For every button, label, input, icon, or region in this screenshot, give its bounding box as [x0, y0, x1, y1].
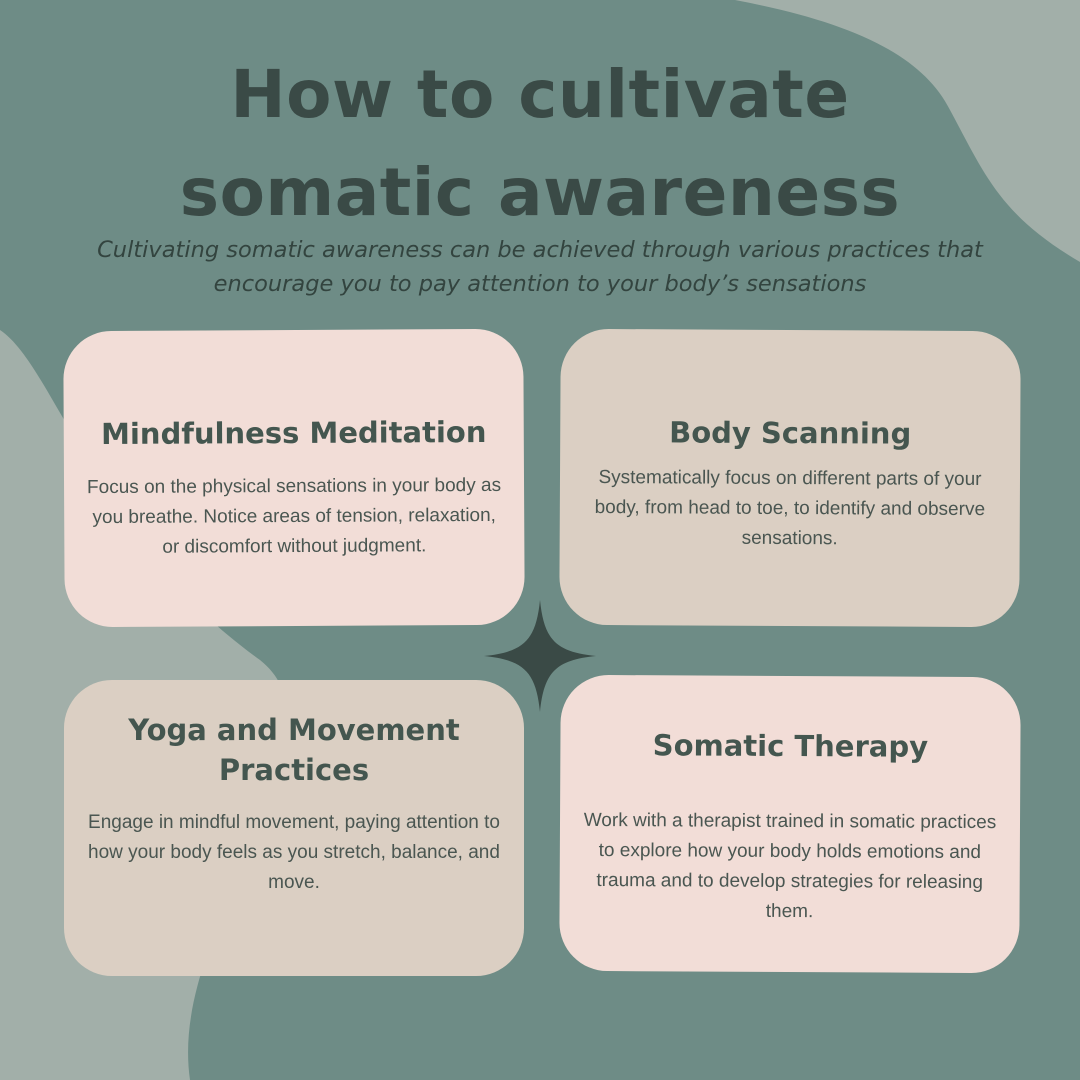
card-description: Systematically focus on different parts …	[594, 466, 986, 550]
four-point-sparkle-icon	[484, 600, 596, 712]
card-body-scanning: Body Scanning Systematically focus on di…	[559, 328, 1021, 628]
subtitle: Cultivating somatic awareness can be ach…	[97, 237, 983, 297]
card-title: Body Scanning	[669, 415, 912, 451]
card-title: Somatic Therapy	[652, 728, 929, 764]
card-title: Mindfulness Meditation	[100, 414, 487, 452]
card-description: Work with a therapist trained in somatic…	[583, 809, 997, 923]
top-right-blob	[735, 0, 1080, 262]
title-line-2: somatic awareness	[179, 154, 901, 231]
title-line-1: How to cultivate	[230, 56, 850, 133]
card-somatic-therapy: Somatic Therapy Work with a therapist tr…	[559, 674, 1021, 974]
card-mindfulness-meditation: Mindfulness Meditation Focus on the phys…	[63, 328, 525, 628]
card-description: Focus on the physical sensations in your…	[86, 474, 502, 558]
card-description: Engage in mindful movement, paying atten…	[88, 812, 500, 893]
card-title: Yoga and Movement Practices	[128, 713, 460, 787]
page-title: How to cultivate somatic awareness	[0, 46, 1080, 242]
card-yoga-and-movement: Yoga and Movement Practices Engage in mi…	[64, 680, 524, 976]
